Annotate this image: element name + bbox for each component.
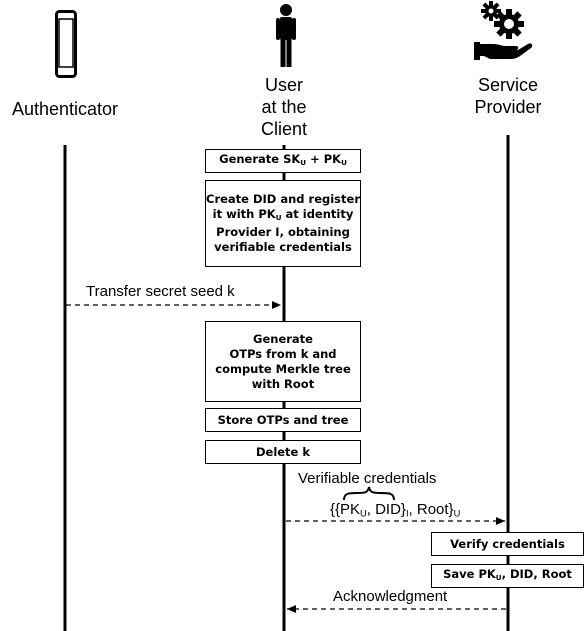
step-verify: Verify credentials <box>431 532 584 556</box>
step-create-did: Create DID and register it with PKU at i… <box>205 180 361 267</box>
curly-brace <box>343 486 395 501</box>
vc-label: Verifiable credentials <box>298 470 437 487</box>
step-save: Save PKU, DID, Root <box>431 564 584 588</box>
gen-keys-sub1: U <box>300 157 307 167</box>
authenticator-name: Authenticator <box>11 99 119 119</box>
store-label: Store OTPs and tree <box>217 412 349 427</box>
create-did-line4: verifiable credentials <box>214 239 352 254</box>
vc-sub2: I <box>405 508 409 519</box>
actor-authenticator-label: Authenticator <box>0 98 130 120</box>
provider-label-line1: Service <box>477 75 539 95</box>
user-label-line1: User <box>264 75 303 95</box>
create-did-line1: Create DID and register <box>206 192 360 207</box>
gen-otps-line1: Generate <box>253 331 313 346</box>
vc-end: , Root} <box>408 501 454 518</box>
ack-label: Acknowledgment <box>333 588 448 605</box>
create-did-line2b: at identity <box>281 207 354 222</box>
save-a: Save PK <box>443 567 496 582</box>
create-did-line2: it with PKU at identity <box>206 207 360 225</box>
gen-keys-text: Generate SK <box>219 152 301 167</box>
gen-keys-sub2: U <box>341 157 347 167</box>
step-generate-otps: Generate OTPs from k and compute Merkle … <box>205 321 361 402</box>
create-did-line2-sub: U <box>275 212 282 222</box>
transfer-label: Transfer secret seed k <box>86 283 235 300</box>
create-did-line3: Provider I, obtaining <box>216 224 350 239</box>
vc-open: {{PK <box>330 501 361 518</box>
user-label-line2: at the <box>261 97 307 117</box>
smartphone-icon <box>55 10 77 78</box>
gen-otps-line2: OTPs from k and <box>229 346 337 361</box>
gen-keys-mid: + PK <box>306 152 342 167</box>
gen-otps-line3: compute Merkle tree <box>215 361 351 376</box>
step-generate-keys: Generate SKU + PKU <box>205 149 361 173</box>
user-label-line3: Client <box>260 119 308 139</box>
delete-label: Delete k <box>255 444 311 459</box>
vc-sub3: U <box>453 508 461 519</box>
actor-user-label: User at the Client <box>240 74 328 140</box>
vc-formula: {{PKU, DID}I, Root}U <box>330 501 460 518</box>
vc-mid: , DID} <box>366 501 406 518</box>
gen-otps-line4: with Root <box>251 376 315 391</box>
vc-sub1: U <box>360 508 367 519</box>
save-b: , DID, Root <box>501 567 572 582</box>
create-did-line2a: it with PK <box>212 207 276 222</box>
step-store: Store OTPs and tree <box>205 408 361 432</box>
person-icon <box>276 4 296 67</box>
gears-hand-icon <box>474 1 533 60</box>
actor-provider-label: Service Provider <box>455 74 561 118</box>
provider-label-line2: Provider <box>474 97 542 117</box>
step-delete: Delete k <box>205 440 361 464</box>
save-sub: U <box>495 572 502 582</box>
verify-label: Verify credentials <box>450 536 565 551</box>
